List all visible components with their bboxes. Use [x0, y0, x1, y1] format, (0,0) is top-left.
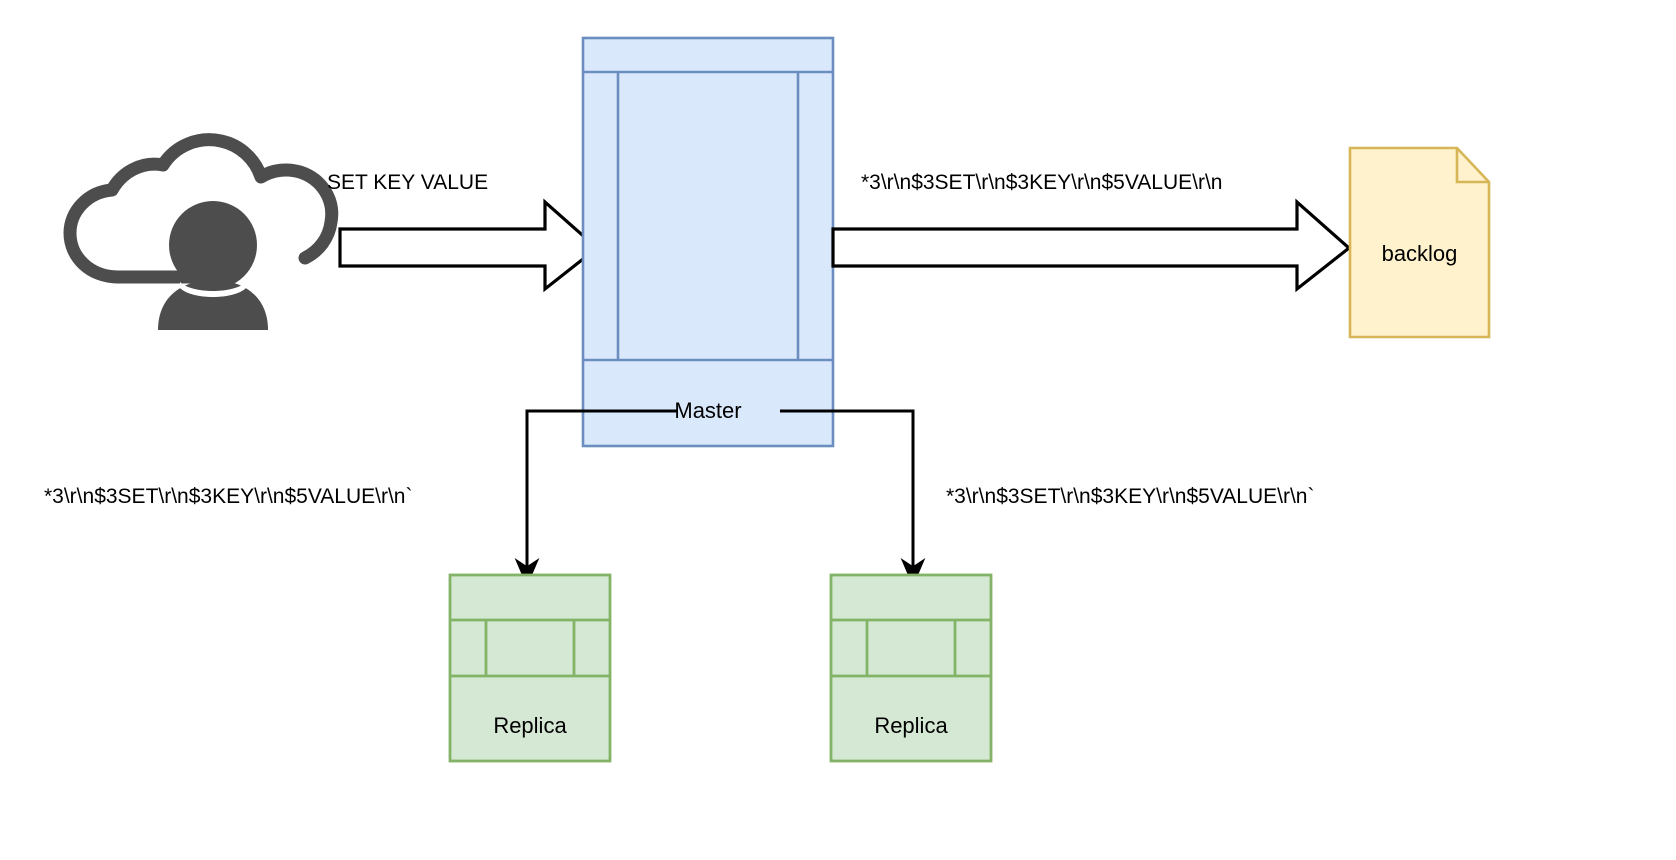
replica-right-node-shape: [829, 573, 993, 763]
replica-left-label: Replica: [493, 713, 567, 738]
connector-master-to-replica-right: [780, 409, 926, 587]
cloud-user-icon: [63, 133, 339, 330]
arrow-client-to-master: [338, 198, 600, 293]
replica-left-node-shape: [448, 573, 612, 763]
edge-label-master-to-backlog: *3\r\n$3SET\r\n$3KEY\r\n$5VALUE\r\n: [861, 171, 1223, 194]
arrow-master-to-backlog: [831, 198, 1352, 293]
replica-right-label: Replica: [874, 713, 948, 738]
backlog-label: backlog: [1381, 241, 1458, 266]
backlog-note-shape: [1348, 146, 1491, 339]
edge-label-master-to-replica-right: *3\r\n$3SET\r\n$3KEY\r\n$5VALUE\r\n`: [946, 485, 1315, 508]
connector-master-to-replica-left: [514, 409, 678, 587]
edge-label-client-to-master: SET KEY VALUE: [327, 171, 489, 194]
master-label: Master: [674, 398, 742, 423]
master-node-shape: [581, 36, 835, 448]
edge-label-master-to-replica-left: *3\r\n$3SET\r\n$3KEY\r\n$5VALUE\r\n`: [44, 485, 413, 508]
